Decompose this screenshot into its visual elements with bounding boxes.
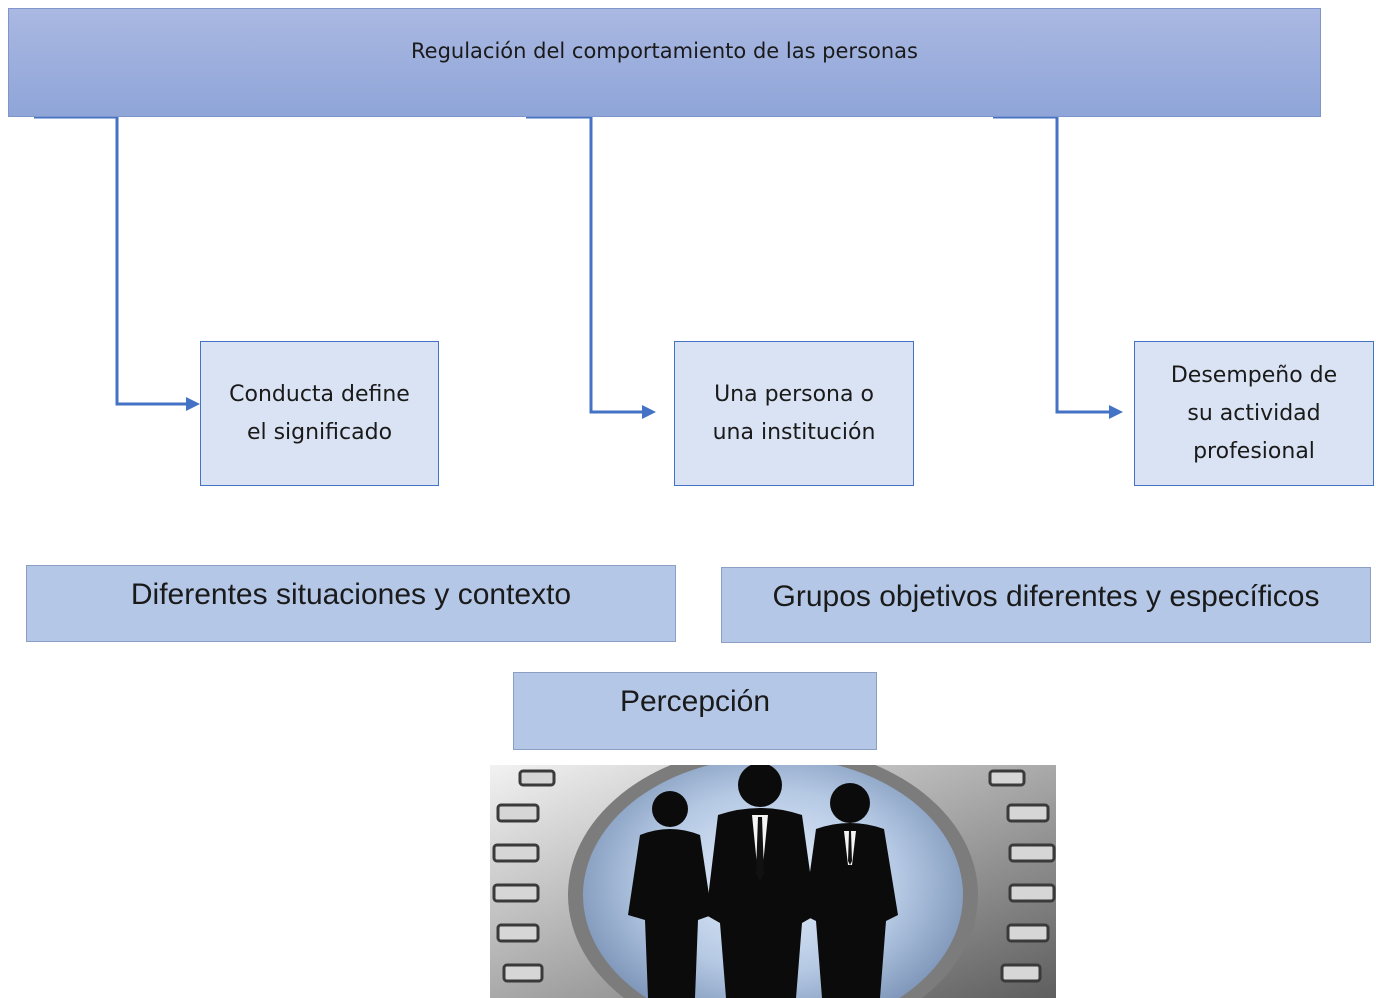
connector-2	[526, 115, 642, 414]
child-3-line-3: profesional	[1193, 438, 1315, 464]
situaciones-label: Diferentes situaciones y contexto	[130, 578, 572, 611]
root-label: Regulación del comportamiento de las per…	[411, 39, 918, 63]
child-1-line-2: el significado	[246, 419, 393, 445]
child-node-desempeno: Desempeño de su actividad profesional	[1134, 341, 1374, 486]
grupos-label: Grupos objetivos diferentes y específico…	[772, 580, 1320, 613]
connector-1	[34, 115, 186, 406]
child-1-line-1: Conducta define	[229, 381, 410, 407]
child-2-line-2: una institución	[712, 419, 876, 445]
percepcion-label: Percepción	[619, 685, 771, 718]
child-node-persona: Una persona o una institución	[674, 341, 914, 486]
grupos-box: Grupos objetivos diferentes y específico…	[721, 567, 1371, 643]
arrowhead-1	[186, 397, 200, 411]
child-node-conducta: Conducta define el significado	[200, 341, 439, 486]
arrowhead-2	[642, 405, 656, 419]
child-3-line-2: su actividad	[1187, 400, 1321, 426]
child-3-line-1: Desempeño de	[1170, 362, 1338, 388]
situaciones-box: Diferentes situaciones y contexto	[26, 565, 676, 642]
arrowhead-3	[1109, 405, 1123, 419]
business-team-gear-image	[490, 765, 1056, 998]
percepcion-box: Percepción	[513, 672, 877, 750]
child-2-line-1: Una persona o	[714, 381, 874, 407]
connector-3	[993, 115, 1109, 414]
root-node: Regulación del comportamiento de las per…	[8, 8, 1321, 117]
